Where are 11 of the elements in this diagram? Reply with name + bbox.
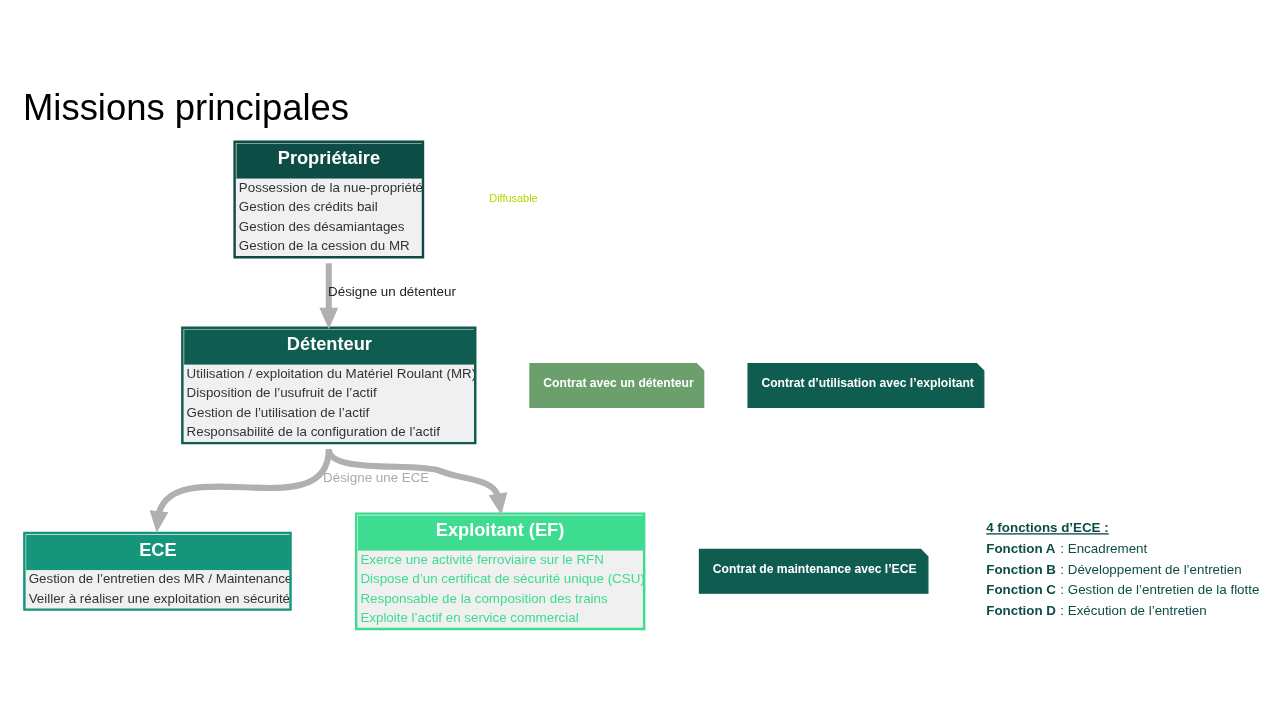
label: Diffusable	[489, 191, 538, 204]
arrow	[325, 447, 508, 515]
arrow	[319, 262, 339, 329]
label: 4 fonctions d’ECE :	[986, 519, 1109, 535]
edge-label: Désigne un détenteur	[328, 283, 456, 299]
label: Fonction A : Encadrement	[986, 540, 1148, 556]
label: Fonction D : Exécution de l’entretien	[986, 602, 1207, 618]
label: Fonction C : Gestion de l’entretien de la flotte	[986, 581, 1260, 597]
label: Fonction B : Développement de l’entretien	[986, 561, 1242, 577]
diagram-title: Missions principales	[22, 86, 350, 128]
edge-label: Désigne une ECE	[323, 469, 430, 485]
